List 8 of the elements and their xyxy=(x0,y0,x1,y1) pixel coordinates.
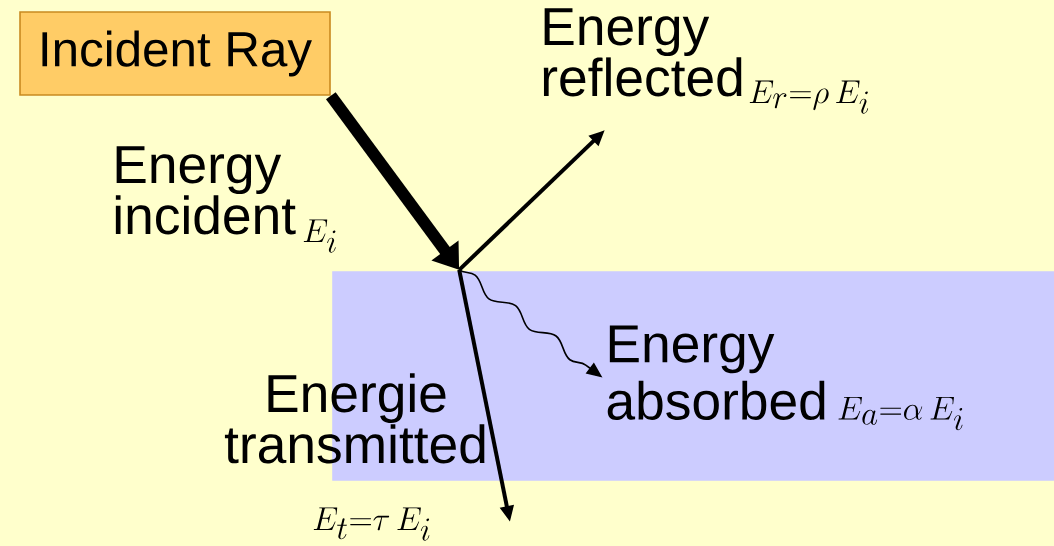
energy-label: Energy reflected xyxy=(543,8,742,97)
energy-label: Energy absorbed $E_a{=}\alpha\, E_i$ xyxy=(607,325,963,431)
formula: $E_i$ xyxy=(303,219,336,253)
label-box: Incident Ray xyxy=(19,11,331,96)
energy-label: Energie transmitted xyxy=(224,373,485,464)
formula: $E_r{=}\rho\, E_i$ xyxy=(749,80,869,114)
energy-label: Energy incident xyxy=(115,146,296,235)
formula: $E_t{=}\tau\, E_i$ xyxy=(313,507,430,541)
